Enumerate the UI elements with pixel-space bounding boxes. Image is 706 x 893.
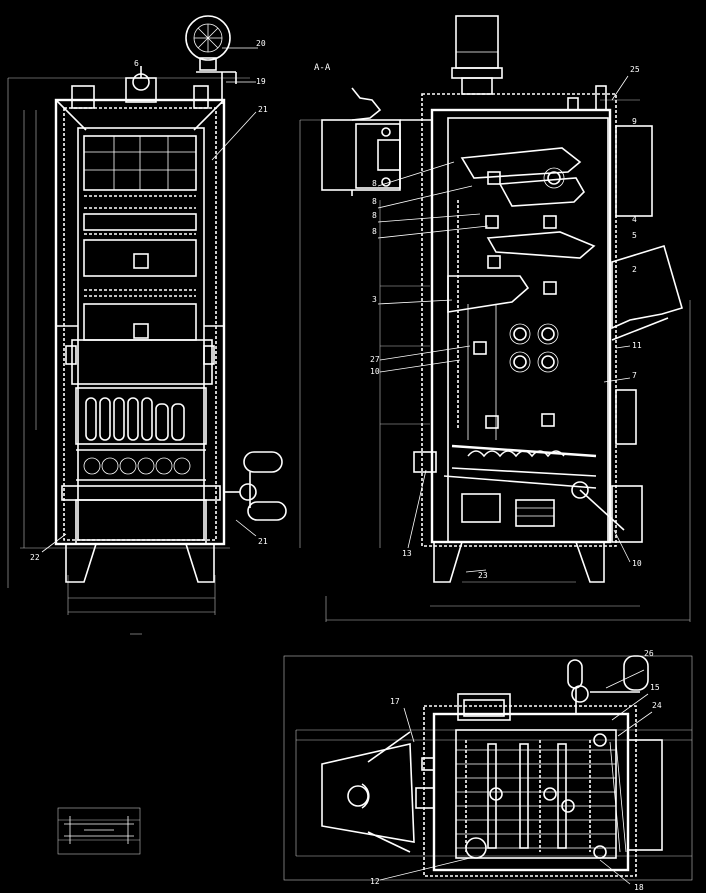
grate xyxy=(467,450,565,458)
plan-label-24: 24 xyxy=(652,701,662,710)
front-label-21-top: 21 xyxy=(258,105,268,114)
plan-label-12: 12 xyxy=(370,877,380,886)
section-label-5: 5 xyxy=(632,231,637,240)
front-label-21-bottom: 21 xyxy=(258,537,268,546)
section-view: A-A xyxy=(299,15,691,622)
fan-housing xyxy=(185,15,231,61)
plan-label-17: 17 xyxy=(390,697,400,706)
section-label-8d: 8 xyxy=(372,179,377,188)
plan-label-26: 26 xyxy=(644,649,654,658)
section-label-3: 3 xyxy=(372,295,377,304)
door-handle xyxy=(351,87,382,121)
motor xyxy=(455,15,499,69)
front-label-20: 20 xyxy=(256,39,266,48)
section-label-2: 2 xyxy=(632,265,637,274)
front-leg-left xyxy=(65,543,98,583)
section-label-9: 9 xyxy=(632,117,637,126)
plan-loading-door xyxy=(321,743,415,843)
front-label-22: 22 xyxy=(30,553,40,562)
section-label-4: 4 xyxy=(632,215,637,224)
section-label-11: 11 xyxy=(632,341,642,350)
section-label-25: 25 xyxy=(630,65,640,74)
section-leg-left xyxy=(433,541,464,583)
plan-tube-grid xyxy=(456,740,616,852)
grate-bars xyxy=(83,457,191,475)
section-label-8c: 8 xyxy=(372,227,377,236)
plan-label-18: 18 xyxy=(634,883,644,892)
detail-box xyxy=(57,807,141,855)
plan-view: 26 15 24 17 12 18 xyxy=(283,649,693,892)
front-view: 6 20 19 21 22 21 xyxy=(7,15,287,635)
section-label-7: 7 xyxy=(632,371,637,380)
section-leg-right xyxy=(574,541,605,583)
section-label-10-bottom: 10 xyxy=(632,559,642,568)
section-label-10-left: 10 xyxy=(370,367,380,376)
section-label-13: 13 xyxy=(402,549,412,558)
plan-label-15: 15 xyxy=(650,683,660,692)
section-label-23: 23 xyxy=(478,571,488,580)
section-label-8a: 8 xyxy=(372,197,377,206)
front-label-19: 19 xyxy=(256,77,266,86)
section-label-8b: 8 xyxy=(372,211,377,220)
front-label-6: 6 xyxy=(134,59,139,68)
baffle-top xyxy=(460,147,582,179)
front-leg-right xyxy=(184,543,215,583)
section-label-27: 27 xyxy=(370,355,380,364)
section-label: A-A xyxy=(314,63,331,73)
